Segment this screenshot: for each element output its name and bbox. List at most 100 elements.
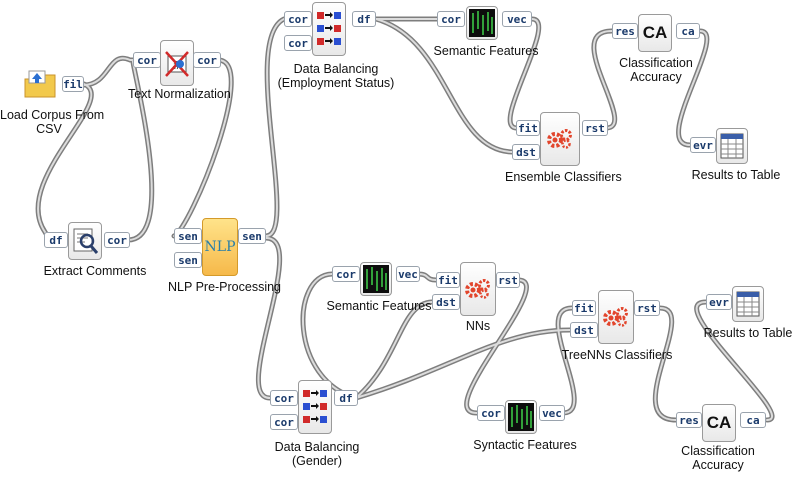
port-rst[interactable]: rst [496,272,520,288]
normalization-icon: # [165,51,189,77]
port-res[interactable]: res [612,23,638,39]
results-to-table-widget[interactable] [732,286,764,322]
connection-wire[interactable] [676,28,710,148]
node-label: Classification Accuracy [606,56,706,84]
connection-wire-highlight [83,57,134,86]
extract-comments-widget[interactable] [68,222,102,260]
port-rst[interactable]: rst [634,300,660,316]
connection-wire-highlight [265,18,285,237]
connection-wire-highlight [355,329,571,399]
port-df[interactable]: df [44,232,68,248]
label-line: Classification [681,444,755,458]
semantic-features-widget[interactable] [466,6,498,40]
nlp-preprocessing-widget[interactable]: NLP [202,218,238,276]
balancing-icon [303,390,327,423]
port-df[interactable]: df [352,11,376,27]
node-label: Classification Accuracy [668,444,768,472]
node-label: Text Normalization [128,87,231,101]
node-label: NLP Pre-Processing [168,280,282,294]
port-res[interactable]: res [676,412,702,428]
node-label: Results to Table [691,168,781,182]
text-normalization-widget[interactable]: # [160,40,194,86]
balancing-icon [317,12,341,45]
node-label: Ensemble Classifiers [505,170,622,184]
label-line: Accuracy [630,70,682,84]
connection-wire-highlight [417,273,437,281]
port-fit[interactable]: fit [436,272,460,288]
node-label: Semantic Features [326,299,432,313]
connection-wire-highlight [695,301,774,421]
results-to-table-widget[interactable] [716,128,748,164]
nns-widget[interactable] [460,262,496,316]
port-evr[interactable]: evr [706,294,732,310]
port-cor[interactable]: cor [477,405,505,421]
table-icon [736,291,760,317]
data-balancing-gender-widget[interactable] [298,380,332,434]
port-cor-in[interactable]: cor [133,52,161,68]
folder-upload-icon [24,70,56,98]
port-cor-1[interactable]: cor [270,390,298,406]
port-vec[interactable]: vec [396,266,420,282]
nlp-icon: NLP [204,239,236,255]
port-cor-2[interactable]: cor [270,414,298,430]
port-sen-out[interactable]: sen [238,228,266,244]
port-rst[interactable]: rst [582,120,608,136]
label-line: Data Balancing [293,62,379,76]
port-cor[interactable]: cor [104,232,130,248]
matrix-icon [469,9,495,37]
port-cor-2[interactable]: cor [284,35,312,51]
port-ca[interactable]: ca [676,23,700,39]
connection-wire-highlight [375,18,513,153]
label-line: Load Corpus From [0,108,105,122]
semantic-features-widget[interactable] [360,262,392,296]
port-dst[interactable]: dst [512,144,540,160]
port-sen-in-1[interactable]: sen [174,228,202,244]
connection-wire-highlight [677,30,708,146]
matrix-icon [363,265,389,293]
node-label: Data Balancing (Gender) [262,440,372,468]
port-dst[interactable]: dst [570,322,598,338]
classification-accuracy-widget[interactable]: CA [638,14,672,52]
load-corpus-widget[interactable] [22,66,58,102]
label-line: CSV [36,122,62,136]
treenns-classifiers-widget[interactable] [598,290,634,344]
port-fil[interactable]: fil [62,76,84,92]
classification-accuracy-widget[interactable]: CA [702,404,736,442]
node-label: Semantic Features [433,44,539,58]
port-cor-1[interactable]: cor [284,11,312,27]
syntactic-features-widget[interactable] [505,400,537,434]
label-line: (Gender) [291,454,343,468]
port-cor[interactable]: cor [332,266,360,282]
port-cor[interactable]: cor [437,11,465,27]
connection-wire-highlight [592,30,616,129]
magnifier-document-icon [73,228,99,254]
connection-wire-highlight [173,59,233,237]
port-evr[interactable]: evr [690,137,716,153]
connection-wire-highlight [257,237,281,399]
node-label: Extract Comments [43,264,147,278]
port-fit[interactable]: fit [572,300,596,316]
port-vec[interactable]: vec [539,405,565,421]
port-cor-out[interactable]: cor [193,52,221,68]
port-dst[interactable]: dst [432,294,460,310]
port-df[interactable]: df [334,390,358,406]
ca-icon: CA [642,23,668,42]
port-fit[interactable]: fit [516,120,540,136]
connection-wire-highlight [557,307,576,414]
connection-wire-highlight [509,18,540,129]
data-balancing-employment-widget[interactable] [312,2,346,56]
connection-wire-highlight [654,307,677,421]
port-ca[interactable]: ca [740,412,766,428]
port-vec[interactable]: vec [502,11,532,27]
connection-wire[interactable] [653,305,679,423]
connection-wire-highlight [355,301,433,399]
connection-wire[interactable] [81,55,136,88]
node-label: Data Balancing (Employment Status) [276,62,396,90]
ca-icon: CA [706,413,732,432]
label-line: (Employment Status) [277,76,395,90]
ensemble-classifiers-widget[interactable] [540,112,580,166]
label-line: Data Balancing [274,440,360,454]
connection-wire-highlight [37,83,93,241]
port-sen-in-2[interactable]: sen [174,252,202,268]
